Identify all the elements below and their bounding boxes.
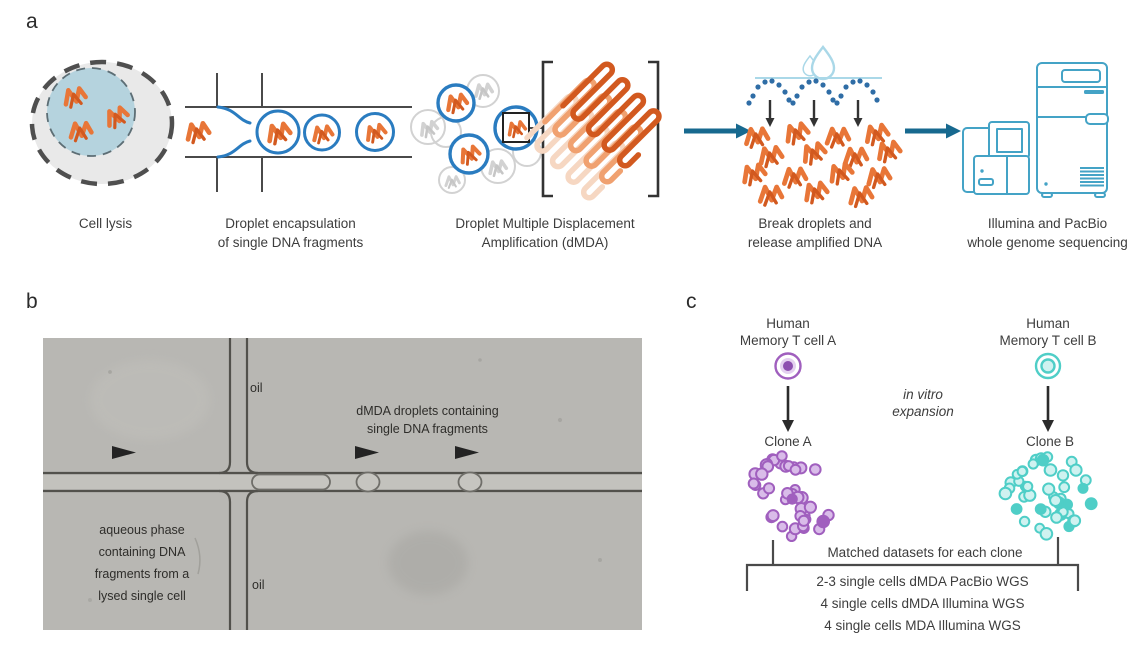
label-line: Human xyxy=(766,316,810,331)
caption-break-droplets: Break droplets and release amplified DNA xyxy=(725,214,905,252)
in-vitro-expansion-label: in vitro expansion xyxy=(858,386,988,420)
dataset-item-mda-illumina: 4 single cells MDA Illumina WGS xyxy=(824,618,1021,633)
dataset-bracket xyxy=(745,537,1080,591)
caption-line: of single DNA fragments xyxy=(217,235,364,250)
vent-lines xyxy=(1080,167,1104,187)
bracket xyxy=(541,60,660,198)
label-line: in vitro xyxy=(903,387,943,402)
water-droplet-icon xyxy=(802,45,836,81)
panel-b-label: b xyxy=(26,290,38,313)
flow-arrow-2 xyxy=(905,123,961,139)
expansion-arrow-a xyxy=(782,386,794,432)
cell-lysis-illustration xyxy=(29,59,175,187)
channel-walls xyxy=(43,338,642,630)
clone-b-cell-cluster xyxy=(998,451,1098,541)
label-line: Human xyxy=(1026,316,1070,331)
label-line: containing DNA xyxy=(98,545,186,559)
flow-direction-arrowhead-icon xyxy=(455,446,479,459)
channel-droplets xyxy=(251,471,483,493)
caption-line: whole genome sequencing xyxy=(967,235,1128,250)
surfactant-dots-and-arrows xyxy=(746,78,880,127)
break-droplets-illustration xyxy=(742,45,903,209)
caption-dmda: Droplet Multiple Displacement Amplificat… xyxy=(425,214,665,252)
clone-a-label: Clone A xyxy=(764,434,812,449)
label-line: lysed single cell xyxy=(98,589,186,603)
channel-interior xyxy=(43,475,642,489)
dataset-item-pacbio: 2-3 single cells dMDA PacBio WGS xyxy=(816,574,1029,589)
aqueous-phase-label: aqueous phase containing DNA fragments f… xyxy=(57,519,227,607)
smudge xyxy=(388,531,468,595)
clone-a-cell-cluster xyxy=(747,450,835,542)
sequencers-illustration xyxy=(962,62,1109,198)
label-line: fragments from a xyxy=(94,567,190,581)
illumina-sequencer-icon xyxy=(962,121,1030,195)
debris-specks xyxy=(88,358,602,602)
label-line: Memory T cell A xyxy=(739,333,837,348)
tcell-b-label: Human Memory T cell B xyxy=(968,315,1128,349)
droplet xyxy=(355,112,395,152)
pacbio-sequencer-icon xyxy=(1036,62,1109,198)
clone-b-label: Clone B xyxy=(1025,434,1075,449)
caption-sequencing: Illumina and PacBio whole genome sequenc… xyxy=(945,214,1146,252)
caption-line: Droplet encapsulation xyxy=(225,216,356,231)
caption-line: release amplified DNA xyxy=(747,235,883,250)
amplified-dna-serpentine xyxy=(524,61,662,201)
caption-line: Illumina and PacBio xyxy=(987,216,1108,231)
oil-label-top: oil xyxy=(250,381,263,395)
label-line: dMDA droplets containing xyxy=(356,404,499,418)
dataset-item-dmda-illumina: 4 single cells dMDA Illumina WGS xyxy=(820,596,1025,611)
label-line: single DNA fragments xyxy=(367,422,488,436)
forming-droplet xyxy=(255,109,301,155)
dmda-droplets-label: dMDA droplets containing single DNA frag… xyxy=(315,402,540,438)
panel-c-label: c xyxy=(686,290,697,313)
flow-direction-arrowhead-icon xyxy=(355,446,379,459)
label-line: expansion xyxy=(892,404,954,419)
flow-arrow-1 xyxy=(684,123,751,139)
tcell-b-icon xyxy=(1034,352,1062,380)
dna-fragments xyxy=(185,120,388,146)
micrograph xyxy=(43,338,642,630)
droplet-neck xyxy=(216,105,395,159)
label-line: aqueous phase xyxy=(99,523,185,537)
panel-a-label: a xyxy=(26,10,38,33)
label-line: Memory T cell B xyxy=(999,333,1097,348)
caption-line: Droplet Multiple Displacement xyxy=(455,216,635,231)
released-dna-field xyxy=(742,121,903,209)
dmda-illustration xyxy=(410,60,662,201)
matched-datasets-label: Matched datasets for each clone xyxy=(827,545,1023,560)
droplet xyxy=(303,113,341,152)
dna-fragments xyxy=(63,86,130,143)
tcell-a-icon xyxy=(774,352,802,380)
oil-label-bottom: oil xyxy=(252,578,265,592)
flow-direction-arrowhead-icon xyxy=(112,446,136,459)
droplet-encapsulation-illustration xyxy=(185,73,412,192)
flow-direction-arrowheads xyxy=(112,446,479,459)
caption-line: Amplification (dMDA) xyxy=(481,235,609,250)
caption-line: Cell lysis xyxy=(78,216,133,231)
caption-droplet-encapsulation: Droplet encapsulation of single DNA frag… xyxy=(193,214,388,252)
tcell-a-label: Human Memory T cell A xyxy=(708,315,868,349)
caption-line: Break droplets and xyxy=(758,216,872,231)
caption-cell-lysis: Cell lysis xyxy=(48,214,163,233)
dna-fragments xyxy=(446,92,528,166)
expansion-arrow-b xyxy=(1042,386,1054,432)
